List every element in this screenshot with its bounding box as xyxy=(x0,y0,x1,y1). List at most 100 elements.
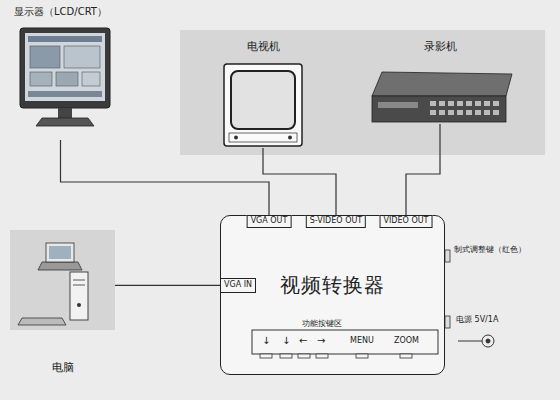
vcr-button xyxy=(448,101,454,106)
monitor-node: 显示器（LCD/CRT） xyxy=(3,6,118,140)
drawing-stroke xyxy=(18,318,66,325)
drawing-stroke xyxy=(224,64,302,146)
drawing-stroke xyxy=(378,102,418,108)
drawing-stroke xyxy=(38,262,82,270)
key-note: 制式调整键（红色） xyxy=(454,246,526,255)
drawing-stroke xyxy=(458,341,482,342)
connector-line xyxy=(263,148,336,215)
drawing-stroke xyxy=(231,71,295,129)
button-key xyxy=(280,354,292,358)
drawing-stroke xyxy=(372,96,506,122)
vcr-button xyxy=(475,110,481,115)
button-area-label: 功能按键区 xyxy=(300,320,344,329)
node-text: VGA OUT xyxy=(251,217,288,226)
port-box: S-VIDEO OUT xyxy=(306,215,366,228)
node-text: VIDEO OUT xyxy=(384,217,429,226)
node-text: VGA IN xyxy=(224,281,252,290)
drawing-stroke xyxy=(288,136,292,140)
vcr-button xyxy=(430,101,436,106)
drawing-stroke xyxy=(28,36,102,42)
device-panel xyxy=(180,30,545,155)
button-symbol: ← xyxy=(299,335,307,346)
drawing-stroke xyxy=(445,316,450,328)
node-text: 录影机 xyxy=(370,40,510,53)
power-jack-symbol xyxy=(458,335,494,347)
tv-illustration xyxy=(224,64,302,146)
drawing-stroke xyxy=(430,101,499,115)
button-label: ZOOM xyxy=(394,337,419,346)
vcr-button xyxy=(448,110,454,115)
button-label: MENU xyxy=(350,337,374,346)
vcr-button xyxy=(493,110,499,115)
vcr-button xyxy=(439,110,445,115)
drawing-stroke xyxy=(252,330,438,354)
button-symbol: → xyxy=(317,335,325,346)
vcr-button xyxy=(439,101,445,106)
drawing-stroke xyxy=(28,91,102,97)
vcr-button xyxy=(484,110,490,115)
monitor-illustration xyxy=(20,28,110,126)
node-text: 显示器（LCD/CRT） xyxy=(3,6,118,18)
drawing-stroke xyxy=(260,354,412,358)
drawing-stroke xyxy=(73,285,85,286)
drawing-stroke xyxy=(482,335,494,347)
power-note: 电源 5V/1A xyxy=(456,316,498,325)
computer-illustration xyxy=(10,230,115,330)
drawing-stroke xyxy=(58,108,72,119)
connector-line xyxy=(61,140,270,215)
drawing-stroke xyxy=(372,72,512,96)
converter-body xyxy=(220,215,445,375)
node-text: 电视机 xyxy=(222,40,304,53)
drawing-stroke xyxy=(234,136,238,140)
button-area xyxy=(252,330,438,358)
vcr-node: 录影机 xyxy=(370,40,510,124)
port-box: VGA IN xyxy=(220,278,256,293)
converter-box: 视频转换器VGA OUTS-VIDEO OUTVIDEO OUTVGA IN xyxy=(220,215,445,375)
button-key xyxy=(316,354,328,358)
vcr-button xyxy=(457,110,463,115)
connector-line xyxy=(115,285,220,286)
port-box: VIDEO OUT xyxy=(380,215,433,228)
vcr-button xyxy=(475,101,481,106)
drawing-stroke xyxy=(56,72,78,86)
drawing-stroke xyxy=(20,28,110,108)
connector-line xyxy=(406,124,440,215)
vcr-button xyxy=(457,101,463,106)
drawing-stroke xyxy=(30,72,52,86)
vcr-button xyxy=(466,110,472,115)
drawing-stroke xyxy=(73,280,85,281)
button-symbol: ↓ xyxy=(262,335,270,346)
drawing-stroke xyxy=(30,46,60,68)
drawing-stroke xyxy=(445,250,450,262)
side-keys xyxy=(445,250,450,328)
button-symbol: ↓ xyxy=(282,335,290,346)
drawing-stroke xyxy=(25,33,105,101)
vcr-button xyxy=(484,101,490,106)
vcr-button xyxy=(466,101,472,106)
drawing-stroke xyxy=(36,118,94,126)
drawing-stroke xyxy=(70,272,88,320)
drawing-stroke xyxy=(10,230,115,330)
button-key xyxy=(260,354,272,358)
vcr-button xyxy=(430,110,436,115)
drawing-stroke xyxy=(486,339,490,343)
drawing-stroke xyxy=(229,133,297,142)
node-text: 电脑 xyxy=(10,361,115,374)
computer-node: 电脑 xyxy=(10,230,115,380)
drawing-stroke xyxy=(46,243,74,262)
vcr-button xyxy=(493,101,499,106)
button-key xyxy=(298,354,310,358)
button-key xyxy=(400,354,412,358)
drawing-stroke xyxy=(77,303,81,307)
drawing-stroke xyxy=(64,46,100,68)
button-key xyxy=(356,354,368,358)
node-text: S-VIDEO OUT xyxy=(310,217,362,226)
tv-node: 电视机 xyxy=(222,40,304,148)
vcr-illustration xyxy=(372,72,512,122)
port-box: VGA OUT xyxy=(247,215,292,228)
drawing-stroke xyxy=(82,72,100,86)
drawing-stroke xyxy=(49,246,71,259)
